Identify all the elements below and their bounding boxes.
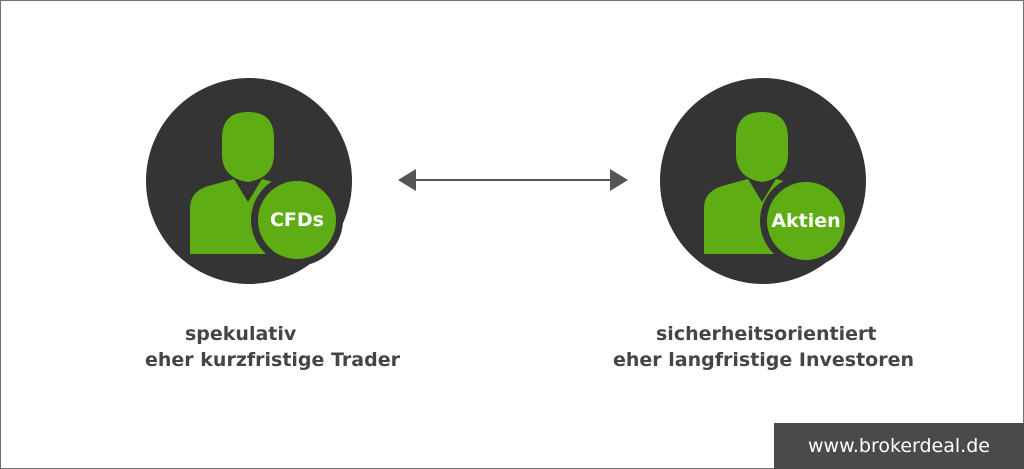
aktien-badge: Aktien	[760, 175, 852, 267]
cfd-trader-circle: CFDs	[146, 78, 352, 284]
aktien-caption-line-1: sicherheitsorientiert	[656, 323, 877, 345]
aktien-caption-line-2: eher langfristige Investoren	[613, 349, 914, 371]
double-arrow-icon	[398, 169, 628, 191]
brokerdeal-watermark: www.brokerdeal.de	[774, 423, 1024, 469]
cfd-caption-line-1: spekulativ	[185, 323, 297, 345]
cfds-badge: CFDs	[251, 174, 343, 266]
stock-investor-circle: Aktien	[660, 78, 866, 284]
cfd-caption-line-2: eher kurzfristige Trader	[145, 349, 400, 371]
